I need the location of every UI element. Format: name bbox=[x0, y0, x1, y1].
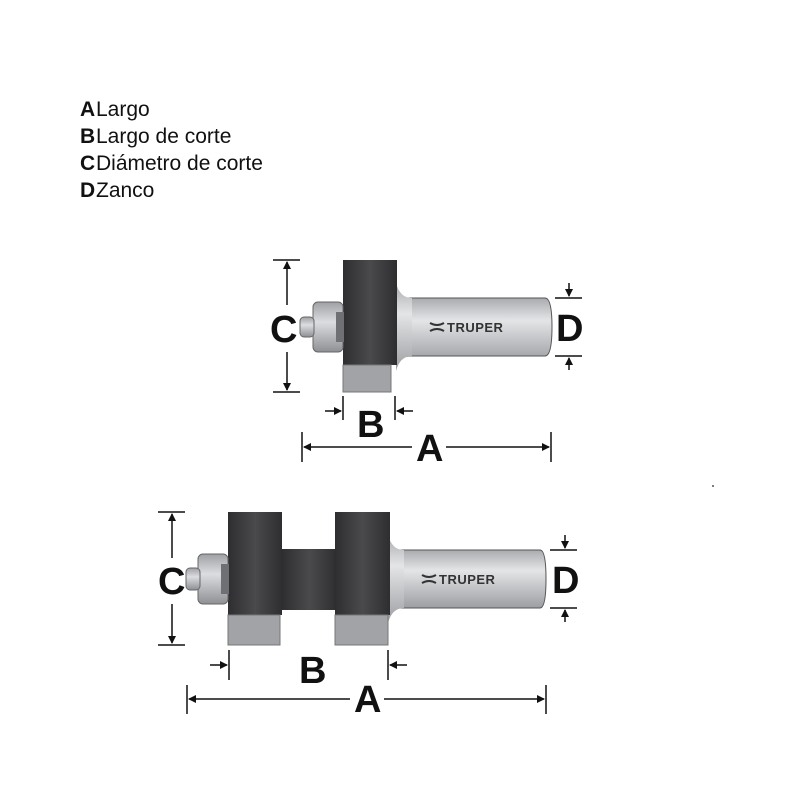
shank-neck bbox=[388, 535, 404, 623]
router-bit-bottom: TRUPER C D B A bbox=[158, 511, 579, 721]
shank bbox=[387, 549, 547, 609]
legend-item-c: CDiámetro de corte bbox=[80, 150, 263, 177]
legend-item-b: BLargo de corte bbox=[80, 123, 263, 150]
carbide-tip-right bbox=[334, 614, 389, 646]
shank-neck bbox=[396, 283, 412, 371]
legend-key: D bbox=[80, 179, 96, 202]
legend-key: C bbox=[80, 152, 96, 175]
truper-logo-icon bbox=[421, 574, 437, 584]
dim-a-label: A bbox=[416, 428, 443, 470]
cutter-body bbox=[343, 260, 397, 365]
dim-c-label: C bbox=[158, 561, 185, 603]
legend-key: B bbox=[80, 125, 96, 148]
dim-b-label: B bbox=[357, 404, 384, 446]
dim-c-label: C bbox=[270, 309, 297, 351]
legend-label: Largo de corte bbox=[96, 125, 232, 148]
legend-key: A bbox=[80, 98, 96, 121]
stray-dot bbox=[712, 485, 714, 487]
legend-label: Zanco bbox=[96, 179, 155, 202]
truper-logo-icon bbox=[429, 322, 445, 332]
legend: ALargo BLargo de corte CDiámetro de cort… bbox=[80, 96, 263, 204]
bearing-collar bbox=[221, 564, 229, 594]
cutter-body-right bbox=[335, 512, 390, 615]
dim-d-label: D bbox=[556, 308, 583, 350]
bearing-screw bbox=[299, 316, 315, 338]
legend-item-d: DZanco bbox=[80, 177, 263, 204]
carbide-tip bbox=[342, 364, 392, 393]
bearing-collar bbox=[336, 312, 344, 342]
bearing-screw bbox=[185, 567, 201, 591]
router-bit-top: TRUPER C D B A bbox=[270, 259, 583, 470]
spacer-body bbox=[282, 549, 337, 610]
dim-b-label: B bbox=[299, 650, 326, 692]
dim-a-label: A bbox=[354, 679, 381, 721]
legend-label: Diámetro de corte bbox=[96, 152, 263, 175]
legend-item-a: ALargo bbox=[80, 96, 263, 123]
legend-label: Largo bbox=[96, 98, 150, 121]
carbide-tip-left bbox=[227, 614, 281, 646]
dim-d-label: D bbox=[552, 560, 579, 602]
brand-label: TRUPER bbox=[439, 572, 496, 587]
cutter-body-left bbox=[228, 512, 282, 615]
brand-label: TRUPER bbox=[447, 320, 504, 335]
